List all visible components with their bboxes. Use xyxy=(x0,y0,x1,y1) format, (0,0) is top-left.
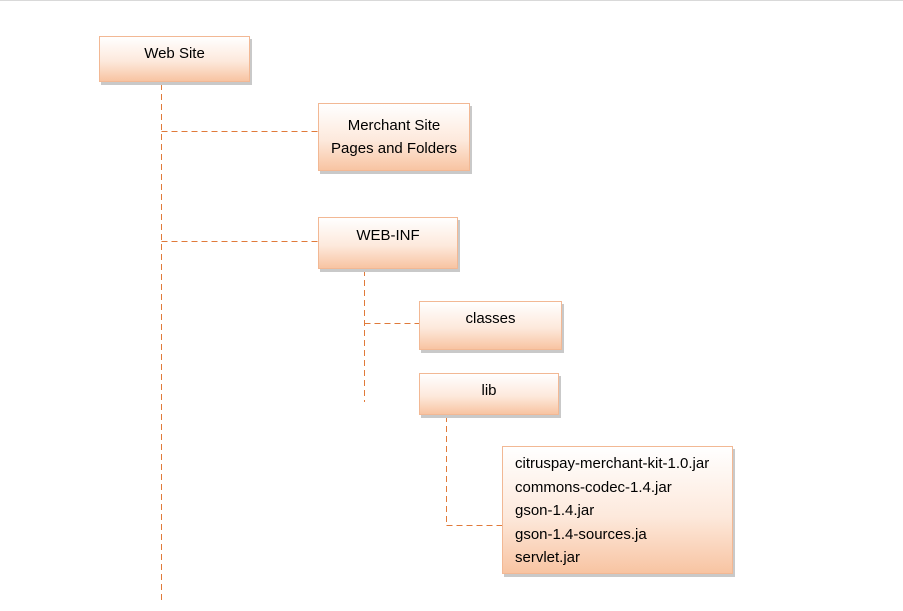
top-border-line xyxy=(0,0,903,1)
node-web-site: Web Site xyxy=(99,36,250,82)
jar-file-list: citruspay-merchant-kit-1.0.jar commons-c… xyxy=(515,452,732,570)
node-lib: lib xyxy=(419,373,559,415)
jar-file-item: citruspay-merchant-kit-1.0.jar xyxy=(515,455,710,472)
jar-file-item: servlet.jar xyxy=(515,549,581,566)
node-merchant-site-line-2: Pages and Folders xyxy=(331,140,457,157)
jar-file-item: gson-1.4-sources.ja xyxy=(515,525,647,543)
node-web-inf: WEB-INF xyxy=(318,217,458,269)
node-lib-label: lib xyxy=(481,382,497,399)
jar-file-item: gson-1.4.jar xyxy=(515,502,595,519)
node-classes-label: classes xyxy=(465,310,516,327)
node-web-site-label: Web Site xyxy=(144,44,205,62)
node-jar-files: citruspay-merchant-kit-1.0.jar commons-c… xyxy=(502,446,733,574)
node-classes: classes xyxy=(419,301,562,350)
node-merchant-site-line-1: Merchant Site xyxy=(347,117,441,134)
node-web-inf-label: WEB-INF xyxy=(356,227,420,244)
jar-file-item: commons-codec-1.4.jar xyxy=(515,478,672,496)
node-merchant-site: Merchant Site Pages and Folders xyxy=(318,103,470,171)
